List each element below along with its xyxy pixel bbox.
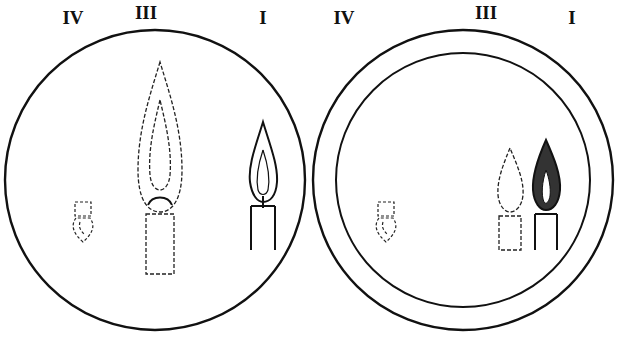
candle-ghost: [146, 214, 174, 274]
candle: [251, 206, 275, 250]
candle-ghost: [75, 202, 91, 216]
callout-label: IV: [62, 8, 83, 27]
callout-label: III: [135, 3, 157, 22]
candle-ghost: [378, 202, 394, 216]
callout-label: IV: [333, 8, 354, 27]
flame-ghost: [376, 218, 396, 242]
flame-core: [257, 150, 269, 195]
flame-dark: [533, 140, 560, 210]
flame-core: [150, 100, 171, 190]
outer-circle: [5, 30, 305, 330]
outer-circle: [313, 30, 613, 330]
callout-label: I: [568, 8, 575, 27]
candle: [535, 214, 557, 250]
flame: [250, 122, 277, 202]
flame-large: [138, 62, 182, 212]
callout-label: I: [259, 8, 266, 27]
flame-ghost: [382, 222, 387, 234]
callout-label: III: [475, 3, 497, 22]
flame-ghost: [498, 148, 523, 212]
flame-ghost: [79, 222, 84, 234]
flame-core: [542, 170, 550, 203]
candle-ghost: [499, 216, 521, 250]
wick-base: [148, 198, 172, 206]
flame-ghost: [73, 218, 93, 242]
inner-circle: [336, 53, 590, 307]
